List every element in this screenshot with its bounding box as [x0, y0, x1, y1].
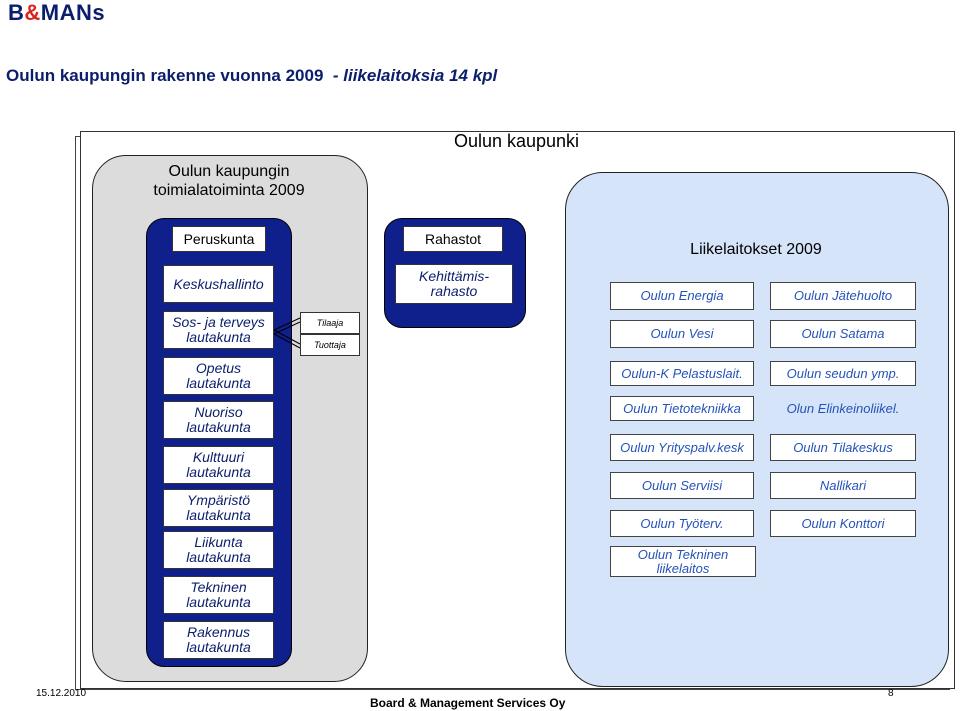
lautakunta-line1: Rakennus — [186, 624, 251, 640]
keskushallinto-box: Keskushallinto — [163, 265, 274, 303]
page-title: Oulun kaupungin rakenne vuonna 2009 - li… — [6, 66, 497, 86]
lautakunta-line1: Liikunta — [194, 534, 243, 550]
lautakunta-line2: lautakunta — [186, 375, 251, 391]
tekninen-line1: Oulun Tekninen — [637, 546, 729, 562]
lautakunta-line2: lautakunta — [186, 419, 251, 435]
kehittamisrahasto-box: Kehittämis-rahasto — [395, 264, 513, 304]
tilaaja-tuottaja-connector — [274, 317, 301, 349]
liikelaitos-pelastuslaitos: Oulun-K Pelastuslait. — [610, 361, 754, 386]
tilaaja-box: Tilaaja — [300, 312, 360, 334]
liikelaitos-tilakeskus: Oulun Tilakeskus — [770, 434, 916, 461]
city-title: Oulun kaupunki — [453, 131, 580, 151]
lautakunta-line2: lautakunta — [186, 594, 251, 610]
lautakunta-line1: Kulttuuri — [192, 449, 245, 465]
liikelaitos-tyoterveys: Oulun Työterv. — [610, 510, 754, 537]
liikelaitos-konttori: Oulun Konttori — [770, 510, 916, 537]
tekninen-line2: liikelaitos — [656, 560, 710, 576]
lautakunta-line2: lautakunta — [186, 507, 251, 523]
liikelaitokset-title: Liikelaitokset 2009 — [690, 241, 822, 258]
logo-b: B — [8, 0, 25, 25]
lautakunta-line1: Tekninen — [190, 579, 247, 595]
toimiala-title-line1: Oulun kaupungin — [168, 163, 290, 180]
liikelaitos-satama: Oulun Satama — [770, 320, 916, 348]
rahastot-title-box: Rahastot — [403, 226, 503, 252]
liikelaitos-jatehuolto: Oulun Jätehuolto — [770, 282, 916, 310]
footer-page-number: 8 — [888, 688, 894, 699]
liikelaitos-vesi: Oulun Vesi — [610, 320, 754, 348]
toimiala-title: Oulun kaupungin toimialatoiminta 2009 — [92, 162, 366, 200]
tuottaja-box: Tuottaja — [300, 334, 360, 356]
lautakunta-line2: lautakunta — [186, 329, 251, 345]
logo: B&MANs — [8, 0, 105, 26]
logo-amp: & — [24, 0, 41, 25]
lautakunta-line2: lautakunta — [186, 639, 251, 655]
liikelaitos-seudun-ymparisto: Oulun seudun ymp. — [770, 361, 916, 386]
liikelaitos-tietotekniikka: Oulun Tietotekniikka — [610, 396, 754, 421]
liikelaitos-serviisi: Oulun Serviisi — [610, 472, 754, 499]
footer-company: Board & Management Services Oy — [370, 696, 566, 710]
liikelaitos-energia: Oulun Energia — [610, 282, 754, 310]
liikelaitokset-area — [565, 172, 949, 687]
liikelaitos-nallikari: Nallikari — [770, 472, 916, 499]
footer-date: 15.12.2010 — [36, 688, 87, 699]
liikelaitos-elinkeinoliikelaitos: Olun Elinkeinoliikel. — [786, 400, 900, 416]
toimiala-title-line2: toimialatoiminta 2009 — [153, 182, 305, 199]
logo-rest: MANs — [40, 0, 106, 25]
page-title-main: Oulun kaupungin rakenne vuonna 2009 — [6, 66, 324, 85]
kehittamisrahasto-line1: Kehittämis- — [418, 268, 490, 284]
liikelaitos-yrityspalvelukeskus: Oulun Yrityspalv.kesk — [610, 434, 754, 461]
peruskunta-box: Peruskunta — [172, 226, 266, 252]
lautakunta-line1: Ympäristö — [186, 492, 250, 508]
lautakunta-line1: Opetus — [195, 360, 242, 376]
page-title-sub: - liikelaitoksia 14 kpl — [332, 66, 498, 85]
kehittamisrahasto-line2: rahasto — [430, 283, 478, 299]
lautakunta-line1: Nuoriso — [194, 404, 243, 420]
lautakunta-line2: lautakunta — [186, 549, 251, 565]
lautakunta-line1: Sos- ja terveys — [172, 314, 265, 330]
lautakunta-line2: lautakunta — [186, 464, 251, 480]
